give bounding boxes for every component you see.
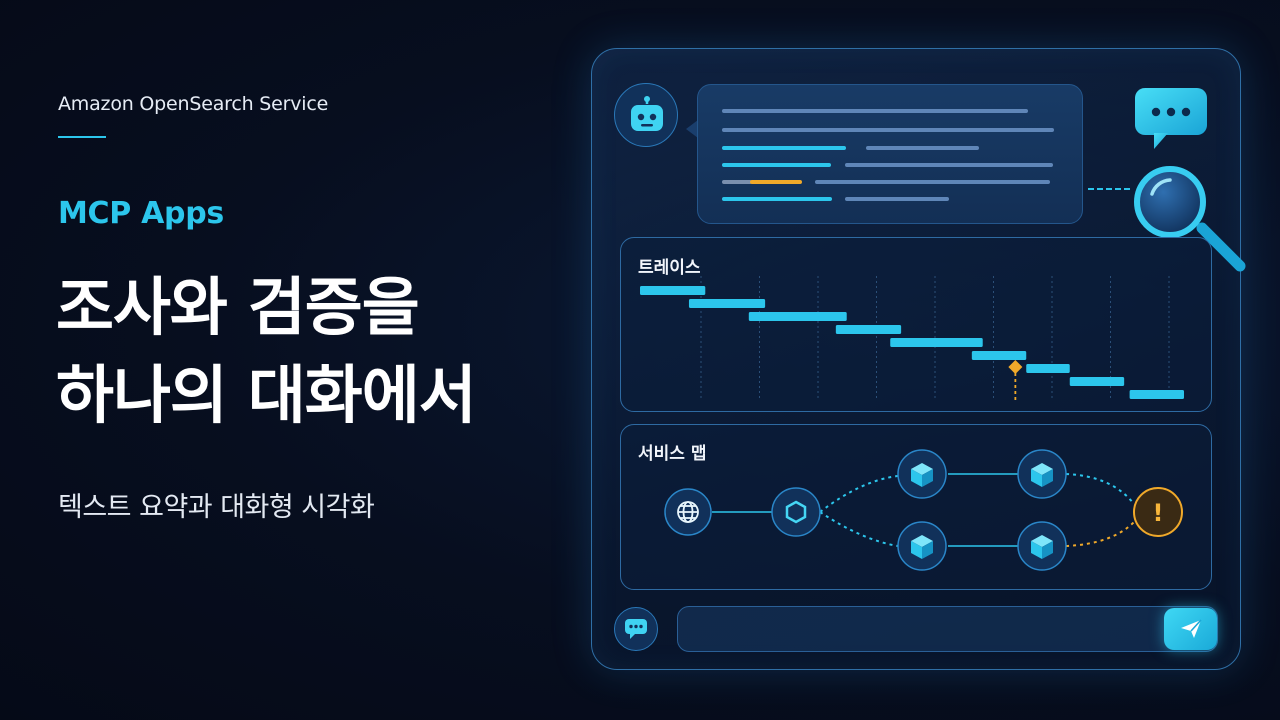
subheadline: 텍스트 요약과 대화형 시각화 bbox=[58, 492, 375, 523]
text-line bbox=[845, 197, 949, 201]
trace-span-bar[interactable] bbox=[835, 325, 902, 334]
trace-span-bar[interactable] bbox=[1129, 390, 1184, 399]
chat-dots-button[interactable] bbox=[614, 607, 658, 651]
assistant-avatar bbox=[614, 83, 678, 147]
gateway-node[interactable] bbox=[771, 487, 821, 537]
text-line bbox=[722, 109, 1028, 113]
send-icon bbox=[1181, 619, 1202, 638]
cube-icon bbox=[1031, 535, 1053, 559]
trace-span-bar[interactable] bbox=[971, 351, 1027, 360]
brand-underline bbox=[58, 136, 106, 138]
text-line bbox=[815, 180, 1050, 184]
headline-line-2: 하나의 대화에서 bbox=[56, 359, 477, 432]
trace-title: 트레이스 bbox=[638, 258, 701, 278]
service-node-b[interactable] bbox=[897, 521, 947, 571]
text-line-warning bbox=[750, 180, 802, 184]
product-tag: MCP Apps bbox=[58, 196, 224, 231]
connector-line bbox=[1088, 188, 1130, 190]
text-line bbox=[722, 180, 752, 184]
trace-waterfall-chart bbox=[640, 276, 1184, 400]
hexagon-icon bbox=[785, 500, 807, 524]
trace-span-bar[interactable] bbox=[688, 299, 766, 308]
text-line-highlight bbox=[722, 146, 846, 150]
message-input[interactable] bbox=[677, 606, 1218, 652]
client-node[interactable] bbox=[664, 488, 712, 536]
edge-gateway-b bbox=[819, 511, 899, 547]
anomaly-marker[interactable] bbox=[1008, 360, 1023, 374]
text-line bbox=[866, 146, 979, 150]
headline: 조사와 검증을 하나의 대화에서 bbox=[56, 264, 477, 440]
text-line bbox=[722, 128, 1054, 132]
text-line bbox=[845, 163, 1053, 167]
trace-span-bar[interactable] bbox=[748, 312, 847, 321]
magnifier-icon[interactable] bbox=[1130, 166, 1246, 276]
send-button[interactable] bbox=[1164, 608, 1217, 650]
trace-span-bar[interactable] bbox=[640, 286, 706, 295]
chat-dots-icon bbox=[625, 619, 647, 639]
text-line-highlight bbox=[722, 197, 832, 201]
service-node-a[interactable] bbox=[897, 449, 947, 499]
service-map-diagram: ! bbox=[664, 449, 1183, 571]
edge-d-alert bbox=[1065, 521, 1135, 547]
cube-icon bbox=[911, 463, 933, 487]
edge-c-alert bbox=[1065, 473, 1135, 505]
trace-span-bar[interactable] bbox=[890, 338, 983, 347]
text-line-highlight bbox=[722, 163, 831, 167]
trace-span-bar[interactable] bbox=[1026, 364, 1070, 373]
trace-span-bar[interactable] bbox=[1069, 377, 1125, 386]
bubble-tail bbox=[686, 120, 698, 138]
service-node-c[interactable] bbox=[1017, 449, 1067, 499]
cube-icon bbox=[911, 535, 933, 559]
service-node-d[interactable] bbox=[1017, 521, 1067, 571]
alert-node[interactable]: ! bbox=[1133, 487, 1183, 537]
service-map-title: 서비스 맵 bbox=[638, 444, 707, 464]
chat-bubble-icon bbox=[1135, 88, 1207, 149]
product-name: Amazon OpenSearch Service bbox=[58, 93, 329, 115]
assistant-message-bubble bbox=[697, 84, 1083, 224]
cube-icon bbox=[1031, 463, 1053, 487]
headline-line-1: 조사와 검증을 bbox=[56, 271, 420, 344]
globe-icon bbox=[677, 501, 699, 523]
edge-gateway-a bbox=[819, 475, 899, 513]
warning-icon: ! bbox=[1153, 499, 1164, 527]
robot-icon bbox=[631, 96, 663, 131]
